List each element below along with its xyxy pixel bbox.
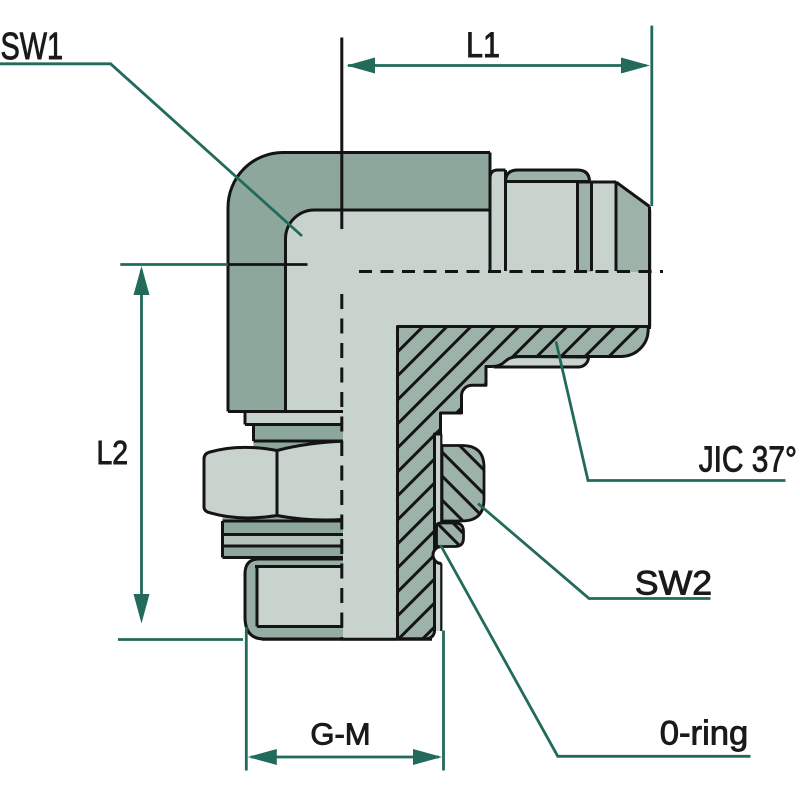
svg-text:L2: L2 — [97, 434, 129, 472]
svg-text:SW2: SW2 — [635, 564, 712, 602]
svg-text:0-ring: 0-ring — [660, 715, 749, 753]
svg-text:SW1: SW1 — [1, 25, 64, 68]
svg-text:G-M: G-M — [310, 716, 370, 751]
svg-text:JIC 37°: JIC 37° — [699, 440, 797, 480]
svg-text:L1: L1 — [466, 25, 500, 64]
